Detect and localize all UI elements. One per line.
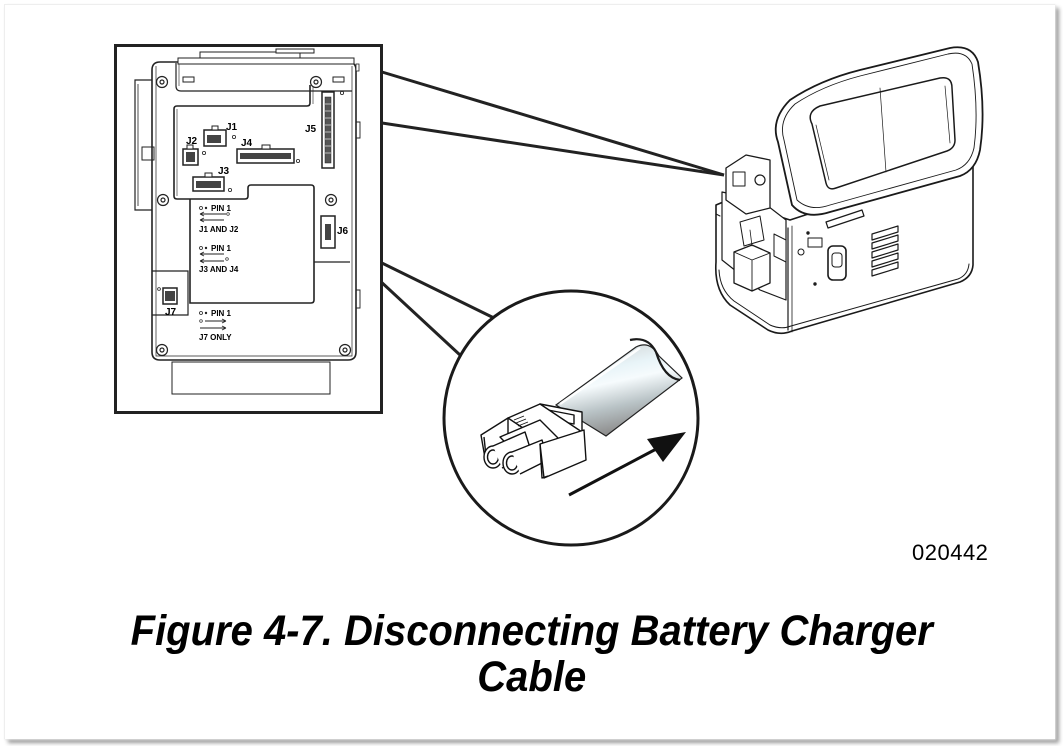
pin-legend-j1-j2: PIN 1 J1 AND J2 <box>199 204 239 234</box>
connector-j3: J3 <box>192 166 232 192</box>
connector-j4: J4 <box>236 138 300 164</box>
svg-text:PIN 1: PIN 1 <box>211 309 232 318</box>
pull-direction-arrow-icon <box>568 432 686 497</box>
connector-j2: J2 <box>182 136 206 166</box>
connector-label-j3: J3 <box>218 166 230 177</box>
connector-label-j5: J5 <box>305 124 317 135</box>
svg-text:PIN 1: PIN 1 <box>211 244 232 253</box>
pin-legend-j7: PIN 1 J7 ONLY <box>199 309 232 342</box>
callout-lines-generator <box>381 70 725 177</box>
screw-icons <box>155 75 352 357</box>
detail-magnifier <box>442 289 700 547</box>
charger-cable <box>554 338 683 437</box>
generator-illustration <box>714 46 984 335</box>
connector-j6: J6 <box>320 215 349 249</box>
connector-label-j1: J1 <box>226 122 238 133</box>
connector-j5: J5 <box>305 91 344 169</box>
drawing-number: 020442 <box>912 540 989 565</box>
connector-label-j4: J4 <box>241 138 253 149</box>
svg-text:PIN 1: PIN 1 <box>211 204 232 213</box>
control-board-inset: J5 J1 J2 J4 <box>114 44 383 414</box>
svg-text:J7 ONLY: J7 ONLY <box>199 333 232 342</box>
figure-caption: Figure 4-7. Disconnecting Battery Charge… <box>37 608 1026 700</box>
connector-label-j2: J2 <box>186 136 198 147</box>
connector-label-j6: J6 <box>337 226 349 237</box>
svg-text:J1 AND J2: J1 AND J2 <box>199 225 239 234</box>
figure-caption-line-1: Figure 4-7. Disconnecting Battery Charge… <box>130 607 933 655</box>
connector-label-j7: J7 <box>165 307 177 318</box>
svg-text:J3 AND J4: J3 AND J4 <box>199 265 239 274</box>
pin-legend-j3-j4: PIN 1 J3 AND J4 <box>199 244 239 274</box>
cable-connector <box>480 403 587 479</box>
figure-caption-line-2: Cable <box>477 653 587 701</box>
connector-j7: J7 <box>157 287 178 318</box>
connector-j1: J1 <box>203 122 238 147</box>
